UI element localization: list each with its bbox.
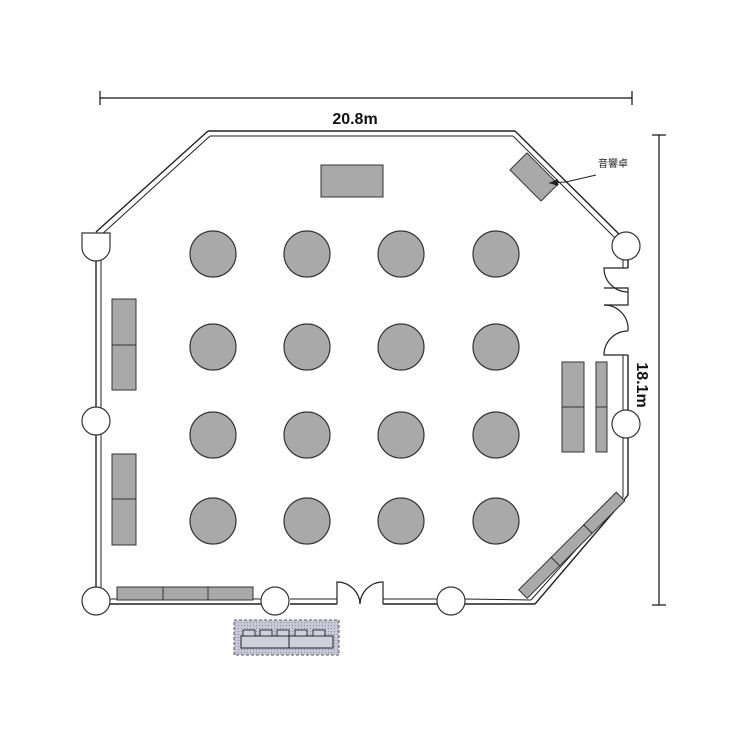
columns <box>81 231 641 616</box>
side-table <box>116 586 164 601</box>
round-table <box>377 411 425 459</box>
side-table <box>111 498 137 546</box>
round-table <box>377 230 425 278</box>
height-dimension-label: 18.1m <box>633 362 650 407</box>
column-right <box>611 409 641 439</box>
round-table <box>472 230 520 278</box>
round-table <box>283 323 331 371</box>
round-table <box>283 411 331 459</box>
round-table <box>189 497 237 545</box>
side-table <box>111 344 137 391</box>
round-table <box>189 230 237 278</box>
side-table <box>111 298 137 346</box>
side-table <box>595 361 608 408</box>
side-table <box>207 586 254 601</box>
reception-table <box>233 619 340 656</box>
round-tables <box>189 230 520 545</box>
side-table <box>111 453 137 500</box>
round-table <box>189 411 237 459</box>
right-side-tables <box>561 361 608 453</box>
round-table <box>472 497 520 545</box>
sound-desk: 音響卓 <box>509 152 628 202</box>
diagonal-tables <box>517 491 626 600</box>
round-table <box>377 323 425 371</box>
room-walls <box>95 130 629 605</box>
column-top-left <box>81 232 111 262</box>
side-table <box>561 406 585 453</box>
width-dimension: 20.8m <box>99 91 633 128</box>
column-left <box>81 406 111 436</box>
column-bottom-center <box>260 586 290 616</box>
round-table <box>377 497 425 545</box>
round-table <box>283 230 331 278</box>
bottom-door <box>336 581 384 605</box>
round-table <box>189 323 237 371</box>
side-table <box>595 406 608 453</box>
left-side-tables <box>111 298 137 546</box>
column-top-right <box>611 231 641 261</box>
column-bottom-left <box>81 586 111 616</box>
round-table <box>283 497 331 545</box>
stage <box>320 164 384 198</box>
side-table <box>162 586 209 601</box>
column-bottom-right <box>436 586 466 616</box>
round-table <box>472 323 520 371</box>
round-table <box>472 411 520 459</box>
side-table <box>561 361 585 408</box>
sound-desk-label: 音響卓 <box>598 157 628 170</box>
width-dimension-label: 20.8m <box>332 111 377 128</box>
bottom-side-tables <box>116 586 254 601</box>
height-dimension: 18.1m <box>633 134 666 606</box>
right-door <box>603 267 629 356</box>
